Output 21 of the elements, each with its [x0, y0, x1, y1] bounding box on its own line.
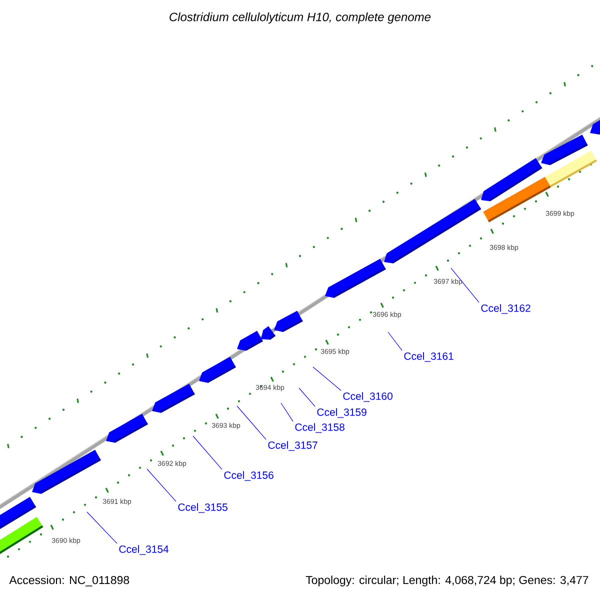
gene-label: Ccel_3159	[317, 408, 366, 418]
gene-label: Ccel_3161	[404, 352, 454, 362]
leader-line	[192, 436, 222, 470]
gene-label: Ccel_3158	[295, 423, 344, 433]
footer-text: Accession: NC_011898	[9, 576, 130, 586]
gene-label: Ccel_3154	[119, 545, 169, 555]
leader-line	[280, 402, 294, 422]
leader-line	[298, 388, 316, 407]
title: Clostridium cellulolyticum H10, complete genome	[170, 12, 431, 24]
leader-line	[146, 468, 176, 502]
gene-label: Ccel_3156	[224, 471, 274, 481]
leader-line	[312, 366, 342, 391]
gene-label: Ccel_3157	[268, 441, 318, 451]
leader-line	[236, 406, 266, 440]
gene-label: Ccel_3162	[481, 304, 530, 314]
leader-line	[450, 268, 480, 303]
gene-label: Ccel_3155	[178, 503, 228, 513]
leader-line	[86, 512, 118, 544]
leader-line	[388, 332, 402, 351]
gene-label: Ccel_3160	[343, 392, 392, 402]
footer-text: Topology: circular; Length: 4,068,724 bp; Genes: 3,477	[306, 576, 588, 586]
